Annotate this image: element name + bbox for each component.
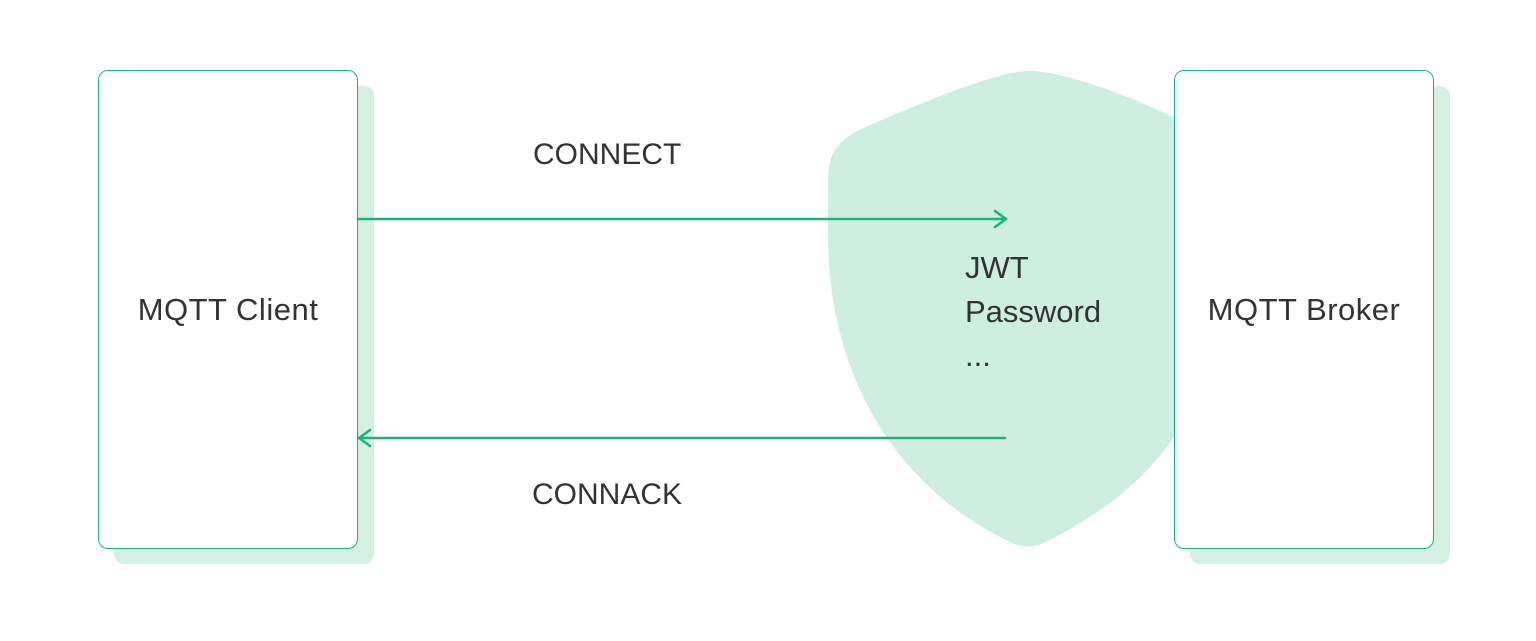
auth-method-jwt: JWT <box>965 250 1029 285</box>
mqtt-broker-box: MQTT Broker <box>1174 70 1434 549</box>
connack-arrow <box>357 428 1007 448</box>
mqtt-client-box: MQTT Client <box>98 70 358 549</box>
auth-method-password: Password <box>965 294 1102 329</box>
connack-label: CONNACK <box>532 478 683 511</box>
mqtt-broker-label: MQTT Broker <box>1207 291 1401 327</box>
connect-label: CONNECT <box>533 138 682 171</box>
shield-shape <box>828 71 1190 547</box>
mqtt-client-label: MQTT Client <box>137 291 319 327</box>
auth-method-more: ... <box>965 338 991 373</box>
connect-arrow <box>356 209 1008 229</box>
